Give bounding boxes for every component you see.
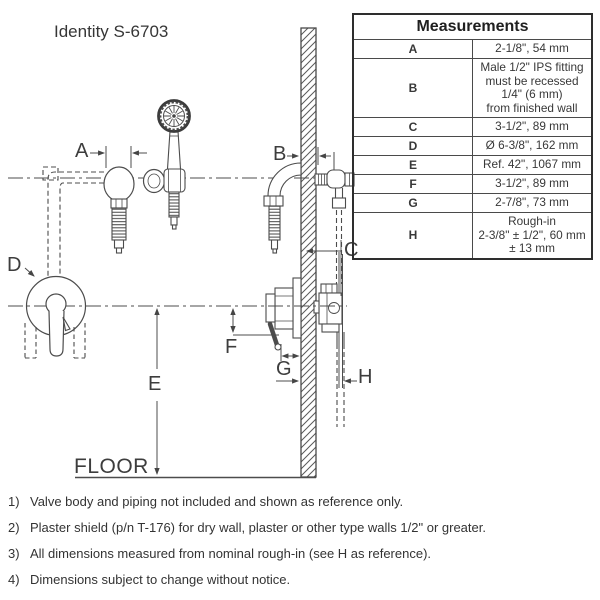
table-row: A 2-1/8", 54 mm	[352, 39, 593, 59]
row-key: A	[352, 39, 473, 59]
model-title: Identity S-6703	[54, 22, 169, 41]
floor-label: FLOOR	[74, 455, 149, 478]
note-number: 4)	[8, 572, 20, 587]
dimension-label-b: B	[273, 143, 287, 165]
note-item: 1) Valve body and piping not included an…	[8, 489, 596, 515]
row-key: D	[352, 136, 473, 156]
table-row: E Ref. 42", 1067 mm	[352, 155, 593, 175]
wall-section	[300, 27, 317, 478]
note-item: 3) All dimensions measured from nominal …	[8, 541, 596, 567]
note-item: 4) Dimensions subject to change without …	[8, 567, 596, 593]
note-item: 2) Plaster shield (p/n T-176) for dry wa…	[8, 515, 596, 541]
row-key: E	[352, 155, 473, 175]
row-value: Ref. 42", 1067 mm	[472, 155, 593, 175]
valve-body-side	[313, 283, 345, 427]
note-text: All dimensions measured from nominal rou…	[30, 546, 432, 561]
reference-piping-left	[42, 166, 104, 276]
row-key: C	[352, 117, 473, 137]
drop-ell-side	[263, 162, 302, 254]
note-number: 2)	[8, 520, 20, 535]
dimension-label-a: A	[75, 140, 89, 162]
table-row: B Male 1/2" IPS fitting must be recessed…	[352, 58, 593, 118]
note-number: 1)	[8, 494, 20, 509]
supply-flange-front	[103, 166, 135, 254]
note-text: Dimensions subject to change without not…	[30, 572, 291, 587]
measurements-table: Measurements A 2-1/8", 54 mm B Male 1/2"…	[352, 13, 593, 260]
note-number: 3)	[8, 546, 20, 561]
dimension-label-e: E	[148, 373, 162, 395]
row-key: B	[352, 58, 473, 118]
table-row: D Ø 6-3/8", 162 mm	[352, 136, 593, 156]
table-header-row: Measurements	[352, 13, 593, 40]
dimension-lines	[24, 146, 357, 476]
shower-holder-bracket	[142, 168, 186, 230]
row-value: Rough-in 2-3/8" ± 1/2", 60 mm ± 13 mm	[472, 212, 593, 259]
footnotes: 1) Valve body and piping not included an…	[8, 489, 596, 593]
trim-handle-keyhole	[45, 293, 71, 357]
table-row: G 2-7/8", 73 mm	[352, 193, 593, 213]
table-row: F 3-1/2", 89 mm	[352, 174, 593, 194]
table-row: C 3-1/2", 89 mm	[352, 117, 593, 137]
row-value: 3-1/2", 89 mm	[472, 117, 593, 137]
row-key: F	[352, 174, 473, 194]
table-row: H Rough-in 2-3/8" ± 1/2", 60 mm ± 13 mm	[352, 212, 593, 259]
hand-shower	[157, 99, 191, 170]
row-key: H	[352, 212, 473, 259]
riser-pipe	[331, 152, 347, 284]
valve-trim-side	[265, 277, 302, 351]
dimension-label-g: G	[276, 358, 292, 380]
row-value: 2-1/8", 54 mm	[472, 39, 593, 59]
supply-elbow-behind-wall	[314, 169, 355, 189]
reference-piping-below-valve	[24, 323, 86, 359]
row-value: Male 1/2" IPS fitting must be recessed 1…	[472, 58, 593, 118]
row-value: 3-1/2", 89 mm	[472, 174, 593, 194]
note-text: Plaster shield (p/n T-176) for dry wall,…	[30, 520, 486, 535]
installation-diagram	[8, 27, 357, 479]
dimension-label-h: H	[358, 366, 373, 388]
row-value: Ø 6-3/8", 162 mm	[472, 136, 593, 156]
row-value: 2-7/8", 73 mm	[472, 193, 593, 213]
row-key: G	[352, 193, 473, 213]
note-text: Valve body and piping not included and s…	[30, 494, 404, 509]
table-title: Measurements	[352, 13, 593, 40]
dimension-label-d: D	[7, 254, 22, 276]
dimension-label-f: F	[225, 336, 238, 358]
